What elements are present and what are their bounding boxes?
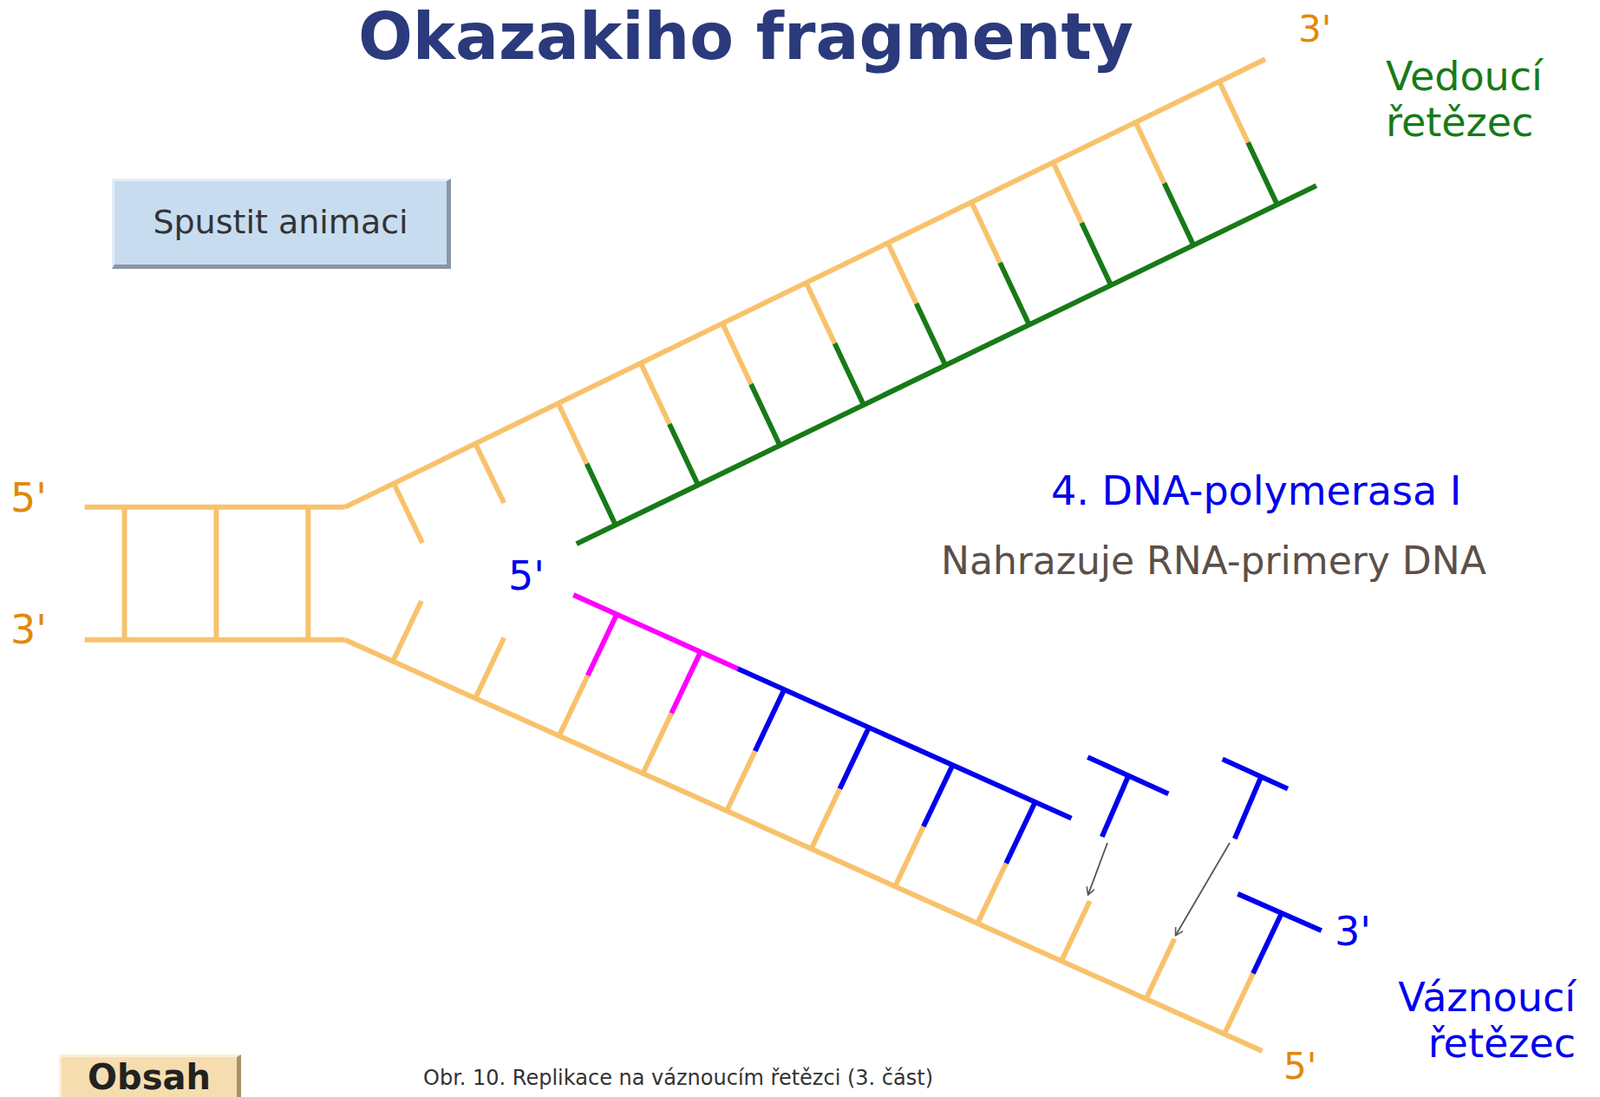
strand-end-label: 5' (508, 553, 545, 600)
strand-end-label: 3' (1298, 8, 1332, 51)
strand-end-label: 3' (1334, 908, 1372, 955)
figure-caption: Obr. 10. Replikace na váznoucím řetězci … (423, 1066, 934, 1091)
contents-button: Obsah (58, 1054, 242, 1097)
step-description: Nahrazuje RNA-primery DNA (940, 539, 1487, 584)
animation-button: Spustit animaci (111, 178, 451, 269)
strand-end-label: 3' (10, 607, 47, 654)
strand-name: Vedoucí řetězec (1385, 53, 1590, 146)
button-label: Obsah (87, 1057, 211, 1097)
step-heading: 4. DNA-polymerasa I (1051, 468, 1462, 515)
button-label: Spustit animaci (152, 203, 408, 242)
strand-end-label: 5' (10, 475, 47, 522)
diagram-title: Okazakiho fragmenty (0, 1, 1492, 72)
strand-name: Váznoucí řetězec (1358, 974, 1576, 1067)
strand-end-label: 5' (1283, 1045, 1317, 1088)
